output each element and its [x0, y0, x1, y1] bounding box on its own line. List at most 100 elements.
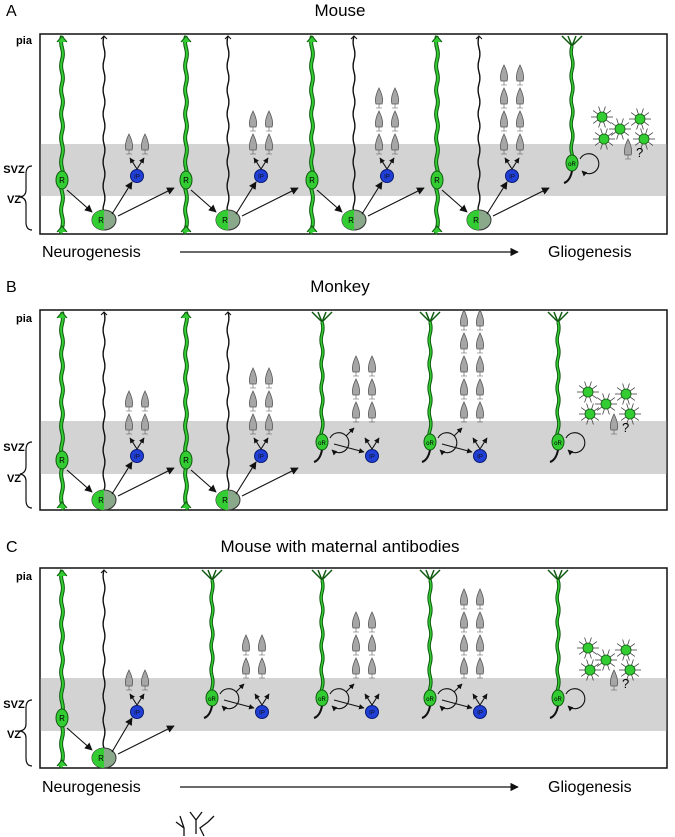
neuron-body	[368, 401, 376, 419]
lineage-arrow	[260, 157, 269, 170]
neuron-axon	[517, 127, 523, 132]
neuron	[500, 110, 508, 132]
ip-cell: IP	[254, 169, 268, 183]
radial-glia-label: R	[434, 176, 440, 185]
neuron-body	[460, 401, 468, 419]
neuron-body	[352, 355, 360, 373]
lineage-arrow	[261, 693, 270, 706]
endfoot-bottom	[431, 225, 443, 233]
self-renewal-loop	[329, 432, 350, 456]
ip-cell-body	[365, 449, 379, 463]
lineage-arrow	[345, 683, 355, 693]
pia-label-b: pia	[16, 313, 33, 325]
neuron-body	[141, 669, 149, 687]
lineage-arrow	[254, 693, 263, 706]
neuron-body	[516, 110, 524, 128]
outer-radial-glia: oR	[419, 311, 458, 463]
neuron-axon	[461, 326, 467, 331]
endfoot-bottom	[56, 759, 68, 767]
neuron-axon	[461, 651, 467, 656]
neuron-axon	[461, 395, 467, 400]
neuron	[476, 657, 484, 679]
dividing-cell-half	[216, 490, 228, 510]
ip-cell-body	[254, 449, 268, 463]
lineage-arrow	[441, 189, 468, 213]
neuron-axon	[501, 127, 507, 132]
neuron	[460, 634, 468, 656]
ip-cell: IP	[473, 705, 487, 719]
neuron-axon	[369, 628, 375, 633]
dividing-cell-label: R	[98, 496, 104, 505]
neuron	[265, 110, 273, 132]
dividing-cell-label: R	[98, 754, 104, 763]
neuron	[368, 401, 376, 423]
radial-glia-label: R	[183, 456, 189, 465]
neuron-body	[258, 634, 266, 652]
org-endfeet	[547, 311, 569, 325]
neuron	[476, 355, 484, 377]
neuron-body	[125, 669, 133, 687]
astrocyte-body	[614, 123, 626, 135]
neuron-body	[265, 133, 273, 151]
vz-label-a: VZ	[7, 194, 21, 206]
ip-cell: IP	[380, 169, 394, 183]
neuron	[460, 657, 468, 679]
neuron	[125, 669, 133, 691]
neuron	[391, 133, 399, 155]
lineage-arrow	[504, 157, 513, 170]
neuron	[141, 133, 149, 155]
neuron	[125, 413, 133, 435]
vz-label-c: VZ	[7, 729, 21, 741]
radial-glia-cell: R	[305, 35, 319, 235]
neuron-axon	[259, 651, 265, 656]
neuron	[516, 87, 524, 109]
neuron-axon	[501, 104, 507, 109]
neuron-body	[500, 87, 508, 105]
neuron-axon	[461, 605, 467, 610]
neuron-axon	[611, 686, 617, 691]
neuron	[476, 401, 484, 423]
ip-cell-body	[130, 169, 144, 183]
endfoot-top	[306, 35, 318, 43]
astrocyte	[577, 381, 599, 403]
lineage-arrow	[479, 437, 488, 450]
panel-title-b: Monkey	[310, 277, 370, 296]
neuron	[368, 355, 376, 377]
neuron-body	[265, 367, 273, 385]
neuron	[141, 413, 149, 435]
neuron	[258, 634, 266, 656]
org-fiber-core	[210, 579, 214, 694]
lineage-arrow	[492, 187, 550, 217]
neuron	[460, 378, 468, 400]
ip-cell: IP	[130, 169, 144, 183]
neuron	[141, 390, 149, 412]
neuron-body	[476, 332, 484, 350]
radial-glia-soma	[305, 170, 319, 190]
radial-fiber	[226, 311, 230, 491]
neuron	[476, 611, 484, 633]
lineage-arrow	[453, 427, 463, 437]
fiber-endfoot	[350, 35, 358, 40]
neuron-body	[476, 611, 484, 629]
neuron	[391, 87, 399, 109]
org-endfeet	[419, 311, 441, 325]
neuron-axon	[126, 430, 132, 435]
ip-cell: IP	[473, 449, 487, 463]
neuron-body	[516, 87, 524, 105]
neuron-axon	[353, 395, 359, 400]
ip-cell-label: IP	[369, 711, 375, 717]
neuron-body	[375, 110, 383, 128]
fiber-endfoot	[100, 569, 108, 574]
neuron-axon	[266, 430, 272, 435]
neuron-body	[610, 669, 618, 687]
ip-cell-body	[473, 449, 487, 463]
lineage-arrow	[371, 693, 380, 706]
neuron-body	[476, 355, 484, 373]
neuron	[352, 378, 360, 400]
neuron-body	[368, 378, 376, 396]
outer-radial-glia: oR	[419, 569, 458, 719]
org-label: oR	[208, 697, 216, 703]
radial-fiber	[352, 35, 356, 211]
